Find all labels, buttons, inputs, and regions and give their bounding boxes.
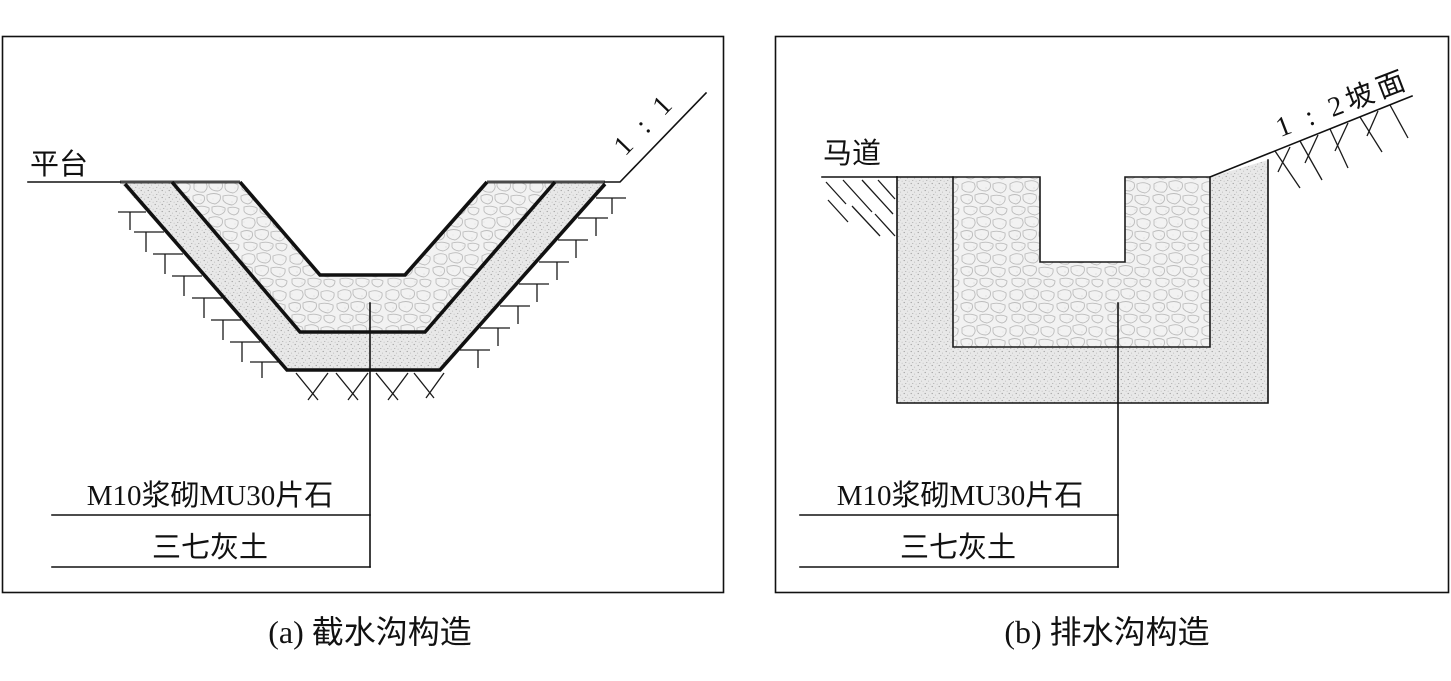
panel-a-frame [1, 35, 725, 594]
earth-hatch-left [118, 211, 278, 378]
earth-hatch-right [460, 197, 626, 368]
slope-line [604, 91, 708, 183]
slope-ratio-label: 1 : 1 [608, 86, 682, 161]
lime-soil-label: 三七灰土 [152, 531, 268, 564]
lime-soil-label: 三七灰土 [900, 531, 1016, 564]
earth-hatch-bottom [295, 372, 445, 401]
channel-line [238, 180, 489, 277]
stone-outer-line [170, 180, 557, 334]
lime-outer-line [896, 159, 1269, 404]
stone-masonry-label: M10浆砌MU30片石 [87, 479, 334, 512]
slope-line [1208, 94, 1414, 179]
platform-label: 平台 [30, 148, 88, 181]
stone-masonry-layer [952, 176, 1211, 348]
berm-label: 马道 [823, 137, 881, 170]
panel-a-caption: (a) 截水沟构造 [268, 614, 472, 650]
earth-hatch-slope [1274, 104, 1409, 189]
panel-a: 平台 1 : 1 M10浆砌MU30片石 三七灰土 (a) 截水沟构造 [1, 35, 725, 650]
stone-masonry-label: M10浆砌MU30片石 [837, 479, 1084, 512]
leader-line-a [51, 302, 371, 568]
panel-b-caption: (b) 排水沟构造 [1004, 614, 1209, 650]
panel-b-frame [774, 35, 1450, 594]
panel-b: 马道 1 : 2坡面 M10浆砌MU30片石 三七灰土 (b) 排水沟构造 [774, 35, 1450, 650]
earth-hatch-left [825, 179, 896, 237]
leader-line-b [799, 302, 1119, 568]
ditch-channel [1040, 177, 1125, 262]
outer-boundary-line [123, 182, 607, 372]
